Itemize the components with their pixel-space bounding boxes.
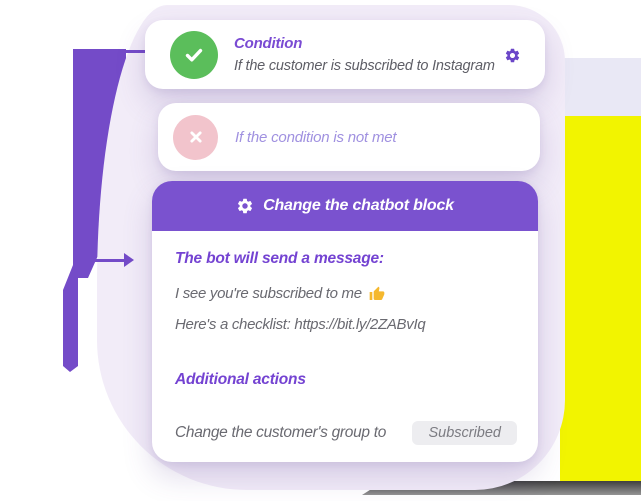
flow-connector-line	[73, 50, 147, 53]
pale-lavender-band	[560, 58, 641, 116]
gear-icon	[236, 197, 254, 215]
check-icon	[185, 48, 203, 61]
group-value-button[interactable]: Subscribed	[412, 421, 517, 445]
flow-arrow-line	[75, 259, 125, 262]
yellow-background-panel	[560, 116, 641, 481]
condition-card-description: If the customer is subscribed to Instagr…	[234, 58, 495, 74]
error-x-badge	[173, 114, 218, 160]
chatbot-block-card[interactable]: Change the chatbot block The bot will se…	[152, 181, 538, 462]
settings-gear-icon[interactable]	[504, 47, 521, 64]
condition-else-card[interactable]: If the condition is not met	[158, 103, 540, 171]
action-row: Change the customer's group to Subscribe…	[175, 421, 517, 445]
bot-message: I see you're subscribed to me	[175, 284, 517, 304]
x-icon	[189, 131, 202, 143]
chatbot-card-title: Change the chatbot block	[263, 197, 454, 214]
else-card-text: If the condition is not met	[235, 128, 397, 146]
bot-message-text: I see you're subscribed to me	[175, 285, 362, 302]
additional-actions-heading: Additional actions	[175, 371, 306, 388]
bot-message: Here's a checklist: https://bit.ly/2ZABv…	[175, 315, 517, 335]
condition-card-title: Condition	[234, 35, 303, 52]
flow-arrow-head-icon	[124, 253, 134, 267]
chatbot-card-header: Change the chatbot block	[152, 181, 538, 231]
bot-message-text: Here's a checklist: https://bit.ly/2ZABv…	[175, 316, 426, 333]
chatbot-card-body: The bot will send a message: I see you'r…	[152, 231, 538, 445]
thumbs-up-icon	[369, 286, 385, 300]
message-section-heading: The bot will send a message:	[175, 250, 384, 267]
condition-card[interactable]: Condition If the customer is subscribed …	[145, 20, 545, 89]
success-check-badge	[170, 30, 218, 79]
action-label: Change the customer's group to	[175, 424, 387, 441]
